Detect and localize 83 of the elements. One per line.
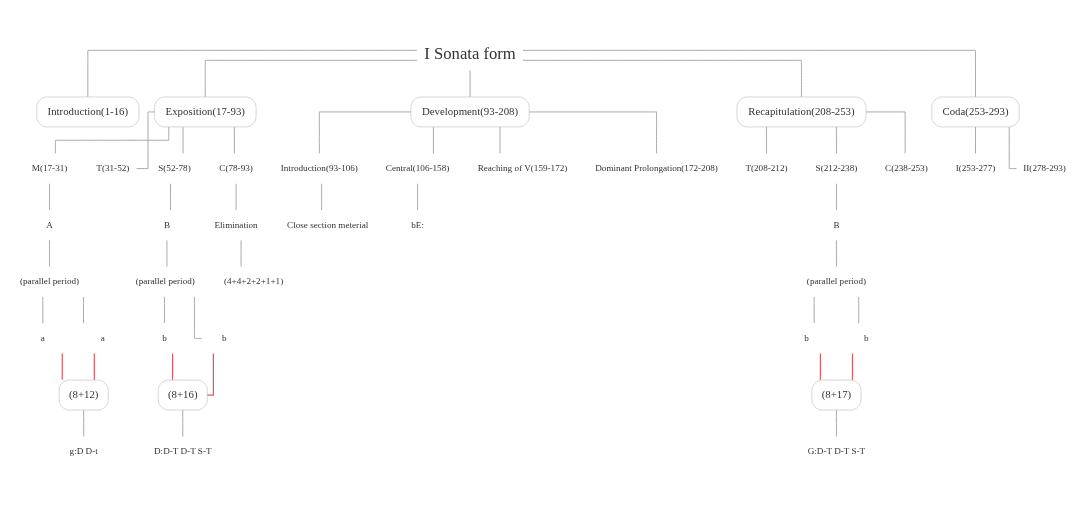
- connector: [975, 126, 976, 154]
- node-text: T(208-212): [745, 162, 788, 173]
- connector: [49, 239, 50, 267]
- connector: [499, 126, 501, 154]
- connector: [836, 239, 837, 267]
- connector: [234, 126, 235, 154]
- connector: [813, 296, 815, 324]
- node-text: Dominant Prolongation(172-208): [595, 162, 718, 173]
- connector: [865, 111, 906, 154]
- node-box: Development(93-208): [410, 96, 530, 127]
- node-text: Close section meterial: [287, 219, 369, 230]
- node-text: (parallel period): [806, 275, 867, 286]
- connector: [433, 126, 434, 154]
- connector: [321, 182, 323, 210]
- node-text: Reaching of V(159-172): [477, 162, 568, 173]
- node-text: S(52-78): [158, 162, 191, 173]
- connector: [206, 352, 214, 396]
- node-text: II(278-293): [1023, 162, 1066, 173]
- connector: [54, 126, 170, 154]
- connector: [182, 409, 184, 437]
- connector: [836, 126, 837, 154]
- node-text: a: [40, 332, 45, 343]
- node-text: S(212-238): [815, 162, 858, 173]
- node-text: Introduction(93-106): [280, 162, 358, 173]
- node-box: Exposition(17-93): [154, 96, 257, 127]
- connector: [136, 111, 155, 169]
- connector: [194, 296, 203, 339]
- node-text: (parallel period): [19, 275, 80, 286]
- connector: [836, 182, 837, 210]
- connector: [528, 111, 657, 154]
- node-box: (8+12): [58, 379, 109, 410]
- node-text: C(78-93): [219, 162, 253, 173]
- node-text: Central(106-158): [385, 162, 450, 173]
- connector: [240, 239, 242, 267]
- node-text: T(31-52): [96, 162, 130, 173]
- node-text: I Sonata form: [424, 43, 516, 63]
- connector: [87, 49, 418, 97]
- connector: [204, 59, 418, 97]
- connector: [93, 352, 95, 380]
- node-text: (4+4+2+2+1+1): [223, 275, 284, 286]
- connector: [164, 296, 165, 324]
- node-text: b: [222, 332, 227, 343]
- connector: [170, 182, 171, 210]
- node-text: b: [864, 332, 869, 343]
- node-text: a: [100, 332, 105, 343]
- node-text: A: [46, 219, 53, 230]
- node-text: D:D-T D-T S-T: [154, 445, 212, 456]
- connector: [417, 182, 418, 210]
- connector: [851, 352, 854, 380]
- connector: [49, 182, 50, 210]
- node-text: g:D D-t: [69, 445, 98, 456]
- connector: [171, 352, 174, 380]
- node-text: b: [804, 332, 809, 343]
- node-box: Coda(253-293): [931, 96, 1020, 127]
- connector: [61, 352, 63, 380]
- node-text: Elimination: [214, 219, 258, 230]
- node-text: M(17-31): [31, 162, 68, 173]
- connector: [766, 126, 767, 154]
- node-text: B: [163, 219, 171, 230]
- connector: [522, 49, 976, 97]
- connector: [83, 409, 85, 437]
- node-text: C(238-253): [885, 162, 928, 173]
- connector: [166, 239, 168, 267]
- node-text: B: [833, 219, 840, 230]
- connector: [469, 69, 471, 97]
- connector: [858, 296, 860, 324]
- connector: [235, 182, 237, 210]
- node-box: Recapitulation(208-253): [736, 96, 867, 127]
- connector: [318, 111, 412, 154]
- node-box: (8+17): [811, 379, 862, 410]
- node-text: I(253-277): [955, 162, 996, 173]
- node-text: bE:: [411, 219, 424, 230]
- node-box: Introduction(1-16): [36, 96, 140, 127]
- node-text: b: [162, 332, 167, 343]
- node-box: (8+16): [157, 379, 208, 410]
- connector: [819, 352, 822, 380]
- connector: [83, 296, 84, 324]
- node-text: G:D-T D-T S-T: [807, 445, 866, 456]
- connector: [182, 126, 184, 154]
- connector: [836, 409, 837, 437]
- node-text: (parallel period): [135, 275, 195, 286]
- connector: [522, 59, 802, 97]
- connector: [42, 296, 44, 324]
